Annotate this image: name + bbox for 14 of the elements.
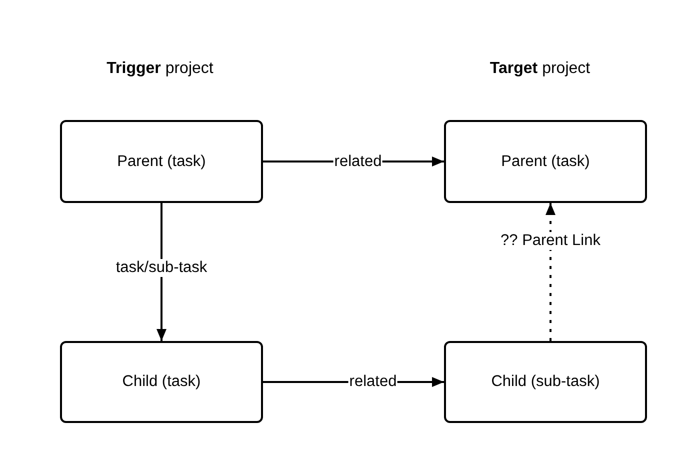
box-label: Parent (task) xyxy=(501,152,590,170)
process-box xyxy=(60,120,263,203)
column-heading: Trigger project xyxy=(106,60,214,78)
process-box xyxy=(60,341,263,423)
process-box xyxy=(444,120,647,203)
process-box xyxy=(444,341,647,423)
arrow xyxy=(156,203,166,341)
edge-label: ?? Parent Link xyxy=(500,232,602,250)
edge-label: task/sub-task xyxy=(114,259,208,277)
box-label: Parent (task) xyxy=(117,152,206,170)
box-label: Child (task) xyxy=(122,373,201,391)
box-label: Child (sub-task) xyxy=(491,373,600,391)
column-heading: Target project xyxy=(490,60,590,78)
dotted-arrow xyxy=(546,203,556,341)
